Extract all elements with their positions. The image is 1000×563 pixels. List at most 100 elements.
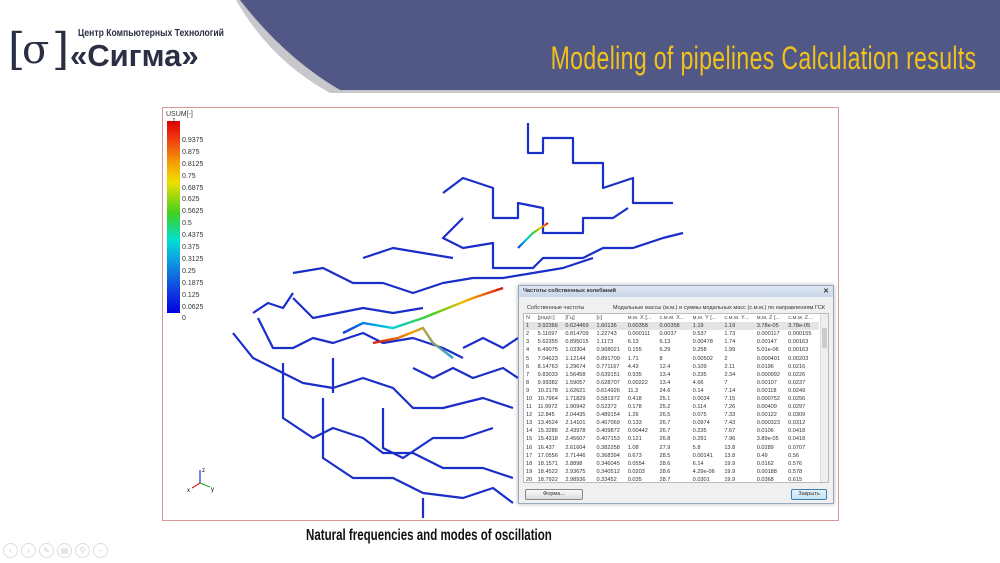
table-cell: 26.7 <box>659 428 671 435</box>
close-icon[interactable]: ✕ <box>823 288 829 295</box>
table-cell: 5 <box>526 355 530 362</box>
table-cell: 7.43 <box>724 420 736 427</box>
table-cell: 0.673 <box>627 452 642 459</box>
table-cell: 17 <box>526 452 533 459</box>
table-cell: 8 <box>659 355 663 362</box>
column-header[interactable]: [Гц] <box>565 315 575 322</box>
table-cell: 0.00147 <box>756 339 777 346</box>
scrollbar[interactable] <box>820 314 828 482</box>
table-cell: 6.14 <box>692 460 704 467</box>
table-cell: 0.639151 <box>596 371 620 378</box>
frequencies-dialog: Частоты собственных колебаний✕ Собственн… <box>518 285 834 504</box>
table-cell: 10 <box>526 395 533 402</box>
logo: [ σ ] Центр Компьютерных Технологий «Сиг… <box>8 24 248 80</box>
table-cell: 0.235 <box>692 371 707 378</box>
table-cell: 0.000111 <box>627 331 651 338</box>
table-cell: 0.000323 <box>756 420 781 427</box>
column-header[interactable]: [с] <box>596 315 603 322</box>
table-cell: 0.814709 <box>565 331 589 338</box>
legend-tick: 0.25 <box>182 267 196 275</box>
table-cell: 2.93675 <box>565 468 586 475</box>
table-cell: 18.4522 <box>537 468 558 475</box>
table-cell: 0.155 <box>627 347 642 354</box>
table-cell: 0.0256 <box>788 395 806 402</box>
table-cell: 0.935 <box>627 371 642 378</box>
pen-icon[interactable]: ✎ <box>39 543 54 558</box>
table-cell: 0.0368 <box>756 476 774 483</box>
zoom-icon[interactable]: ⚲ <box>75 543 90 558</box>
legend-tick: 0.3125 <box>182 255 204 263</box>
form-button[interactable]: Форма... <box>525 489 583 500</box>
slides-icon[interactable]: ▤ <box>57 543 72 558</box>
table-cell: 28.6 <box>659 468 671 475</box>
table-cell: 1.71829 <box>565 395 586 402</box>
table-cell: 2.34 <box>724 371 736 378</box>
dialog-titlebar: Частоты собственных колебаний✕ <box>519 286 833 297</box>
column-header[interactable]: м.м. Z [... <box>756 315 781 322</box>
more-icon[interactable]: – <box>93 543 108 558</box>
table-cell: 0.0309 <box>788 412 806 419</box>
column-header[interactable]: [рад/с] <box>537 315 555 322</box>
table-cell: 0.0203 <box>627 468 645 475</box>
column-header[interactable]: с.м.м. Y... <box>724 315 749 322</box>
table-cell: 16.437 <box>537 444 555 451</box>
table-cell: 1.19 <box>724 323 736 330</box>
frequencies-table[interactable]: N [рад/с] [Гц] [с] м.м. X [... с.м.м. X... м.м… <box>523 313 829 483</box>
table-cell: 1.19 <box>692 323 704 330</box>
table-cell: 0.968021 <box>596 347 620 354</box>
table-cell: 3.78e-05 <box>756 323 779 330</box>
table-cell: 4.66 <box>692 379 704 386</box>
table-cell: 2.98936 <box>565 476 586 483</box>
table-cell: 25.2 <box>659 404 671 411</box>
table-cell: 0.0974 <box>692 420 710 427</box>
table-cell: 15 <box>526 436 533 443</box>
column-header[interactable]: с.м.м. X... <box>659 315 685 322</box>
table-cell: 11.9972 <box>537 404 558 411</box>
column-header[interactable]: м.м. Y [... <box>692 315 717 322</box>
table-cell: 17.0556 <box>537 452 558 459</box>
left-label: Собственные частоты <box>527 305 585 311</box>
column-header[interactable]: с.м.м. Z... <box>788 315 813 322</box>
legend-tick: 0.0625 <box>182 303 204 311</box>
table-cell: 0.00141 <box>692 452 713 459</box>
legend-colorbar <box>167 121 180 313</box>
column-header[interactable]: N <box>526 315 531 322</box>
table-cell: 0.00203 <box>788 355 809 362</box>
scrollbar-thumb[interactable] <box>822 328 827 348</box>
table-cell: 19 <box>526 468 533 475</box>
legend-tick: 0.875 <box>182 148 200 156</box>
prev-icon[interactable]: ‹ <box>3 543 18 558</box>
next-icon[interactable]: › <box>21 543 36 558</box>
legend-tick: 0.5 <box>182 220 192 228</box>
table-cell: 1.29674 <box>565 363 586 370</box>
legend-tick: 0.5625 <box>182 208 204 216</box>
table-cell: 11.3 <box>627 387 639 394</box>
table-cell: 1.71 <box>627 355 639 362</box>
table-cell: 0.000117 <box>756 331 780 338</box>
close-button[interactable]: Закрыть <box>791 489 827 500</box>
table-cell: 2 <box>724 355 728 362</box>
table-cell: 0.382258 <box>596 444 620 451</box>
column-header[interactable]: м.м. X [... <box>627 315 652 322</box>
